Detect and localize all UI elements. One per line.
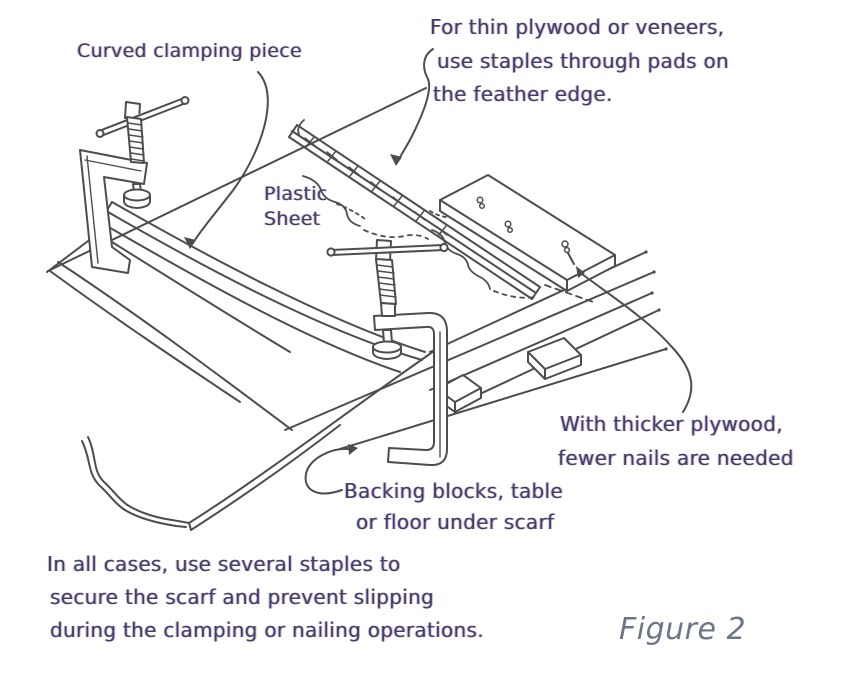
label-backing-blocks-line-1: Backing blocks, table — [344, 479, 563, 503]
overhanging-sheet — [49, 261, 435, 531]
left-c-clamp — [79, 96, 190, 274]
plastic-sheet — [297, 119, 597, 304]
label-thin-plywood-line-1: For thin plywood or veneers, — [430, 15, 725, 39]
t-handle — [98, 97, 187, 137]
label-thicker-plywood-line-2: fewer nails are needed — [558, 446, 794, 470]
label-note-line-1: In all cases, use several staples to — [47, 552, 401, 576]
figure-caption: Figure 2 — [619, 612, 747, 647]
leader-lines — [184, 48, 693, 495]
leader-thicker-plywood — [581, 273, 693, 413]
leader-thin-plywood — [397, 48, 434, 162]
leader-plastic-sheet — [336, 203, 366, 220]
arrowhead — [576, 266, 585, 278]
leader-backing-blocks — [304, 447, 349, 495]
arrowhead — [184, 237, 196, 249]
stapled-pads-strip — [288, 124, 541, 300]
plywood-panel — [439, 174, 616, 292]
middle-c-clamp — [326, 239, 449, 467]
swivel-pad — [123, 188, 151, 202]
label-note-line-2: secure the scarf and prevent slipping — [50, 585, 435, 609]
arrowhead — [348, 444, 358, 455]
label-backing-blocks-line-2: or floor under scarf — [356, 510, 555, 534]
label-plastic-sheet-line-2: Sheet — [264, 208, 321, 230]
label-thin-plywood-line-3: the feather edge. — [433, 82, 613, 106]
label-note-line-3: during the clamping or nailing operation… — [50, 618, 484, 642]
arrowhead — [390, 154, 402, 166]
label-plastic-sheet-line-1: Plastic — [264, 183, 328, 205]
t-handle — [330, 244, 445, 256]
backing-blocks — [436, 337, 582, 413]
label-thin-plywood-line-2: use staples through pads on — [437, 49, 729, 73]
leader-curved-clamping — [192, 71, 269, 244]
label-curved-clamping-piece: Curved clamping piece — [77, 40, 302, 62]
swivel-pad — [372, 340, 402, 354]
label-thicker-plywood-line-1: With thicker plywood, — [560, 412, 783, 436]
